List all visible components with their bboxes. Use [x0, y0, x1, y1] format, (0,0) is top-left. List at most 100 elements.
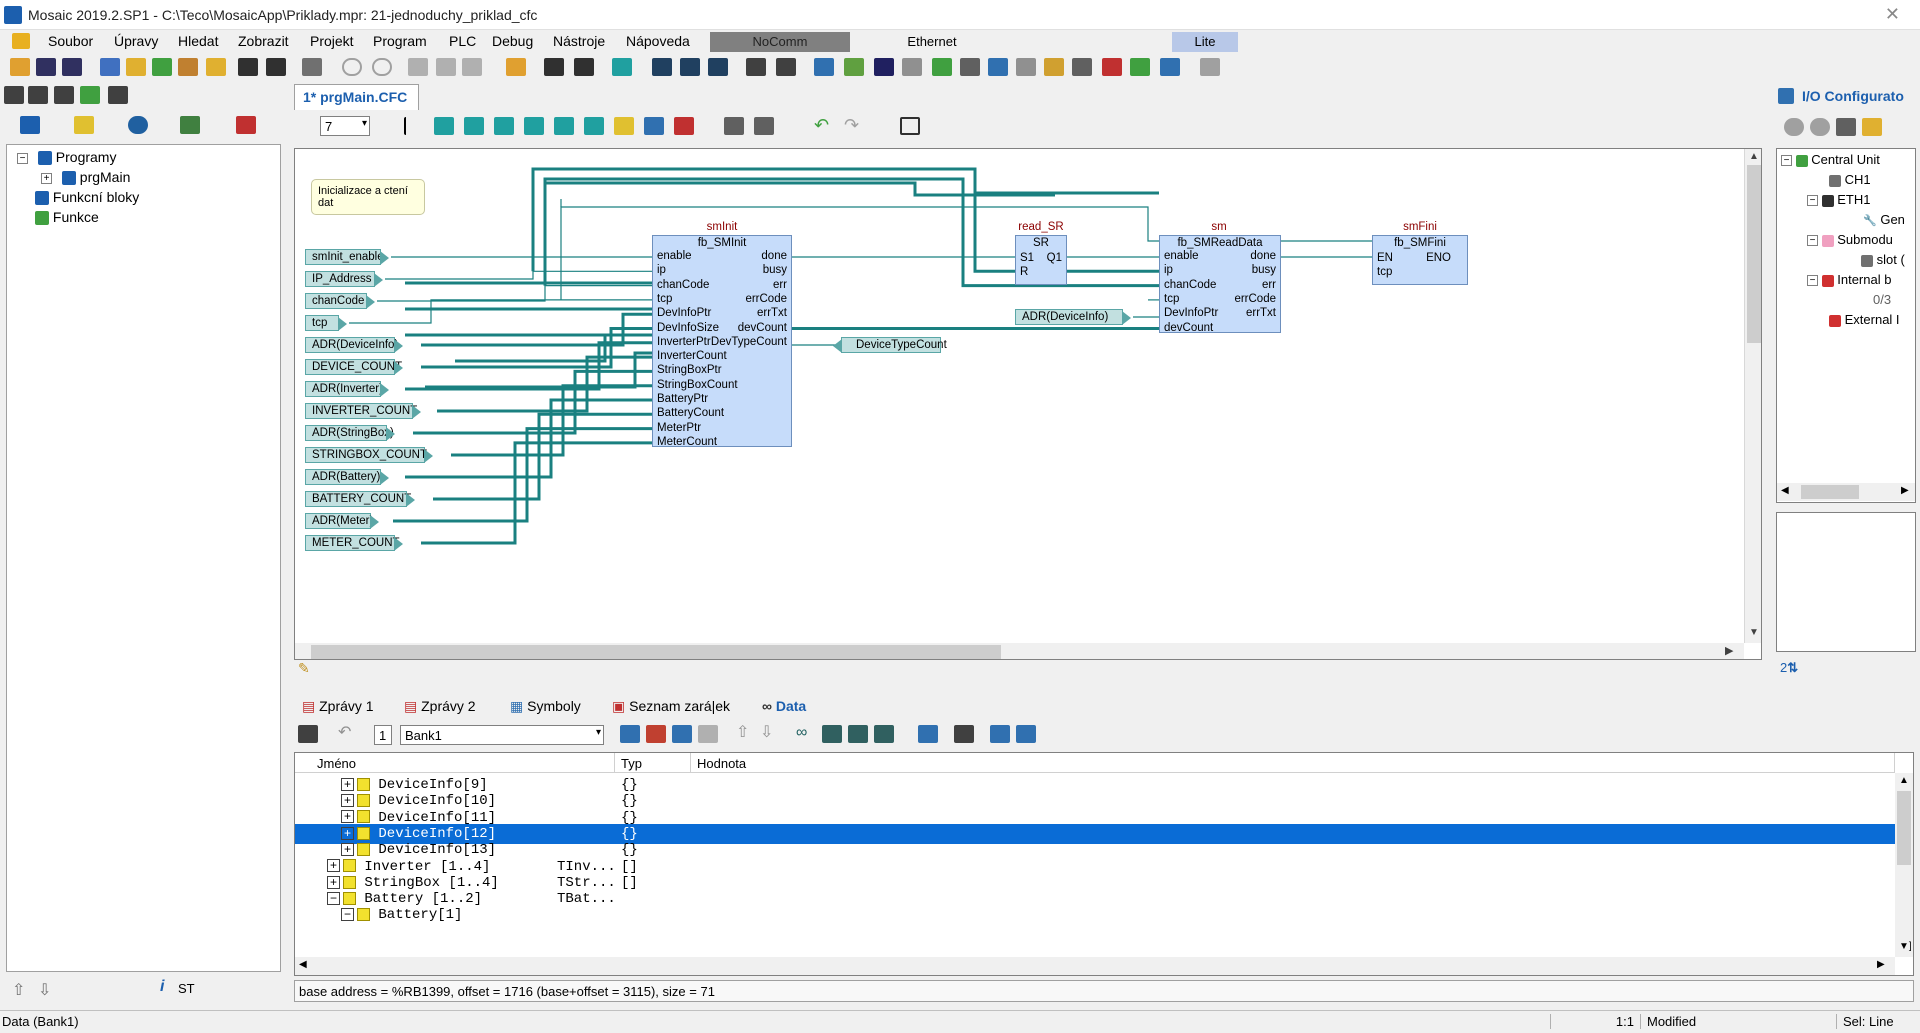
fb-pin-done[interactable]: done [1250, 250, 1276, 262]
editor-horizontal-scrollbar[interactable]: ▶ [295, 643, 1744, 659]
save-all-icon[interactable] [62, 58, 82, 76]
io-item-eth1[interactable]: − ETH1 [1807, 192, 1870, 207]
input-var-sm-devinfo[interactable]: ADR(DeviceInfo) [1015, 309, 1131, 325]
fb-pin-metercount[interactable]: MeterCount [657, 435, 718, 448]
tab-prgmain-cfc[interactable]: 1* prgMain.CFC [294, 84, 419, 110]
device-add-icon[interactable] [1836, 118, 1856, 136]
tab-zpravy-2[interactable]: ▤ Zprávy 2 [404, 698, 476, 715]
redo-icon[interactable]: ↷ [844, 115, 860, 135]
download-icon[interactable] [238, 58, 258, 76]
pou-tab-icon[interactable] [20, 116, 40, 134]
zoom-select[interactable]: 7 ▾ [320, 116, 370, 136]
menu-program[interactable]: Program [373, 33, 427, 49]
sort-icon[interactable]: ⇅ [1787, 660, 1799, 675]
arrow-down-icon[interactable]: ⇩ [760, 724, 774, 741]
io-icon[interactable] [1102, 58, 1122, 76]
globals-tab-icon[interactable] [128, 116, 148, 134]
scroll-right-icon[interactable]: ▶ [1877, 959, 1885, 970]
upload-icon[interactable] [266, 58, 286, 76]
table-icon[interactable] [960, 58, 980, 76]
input-var[interactable]: DEVICE_COUNT [305, 359, 403, 375]
scroll-thumb[interactable] [1747, 165, 1761, 343]
compile-icon[interactable] [152, 58, 172, 76]
keyboard-icon[interactable] [1044, 58, 1064, 76]
open-icon[interactable] [10, 58, 30, 76]
column-header-value[interactable]: Hodnota [691, 753, 1895, 773]
menu-debug[interactable]: Debug [492, 33, 534, 49]
column-header-name[interactable]: Jméno [295, 753, 615, 773]
table-row[interactable]: + DeviceInfo[10]{} [295, 791, 1895, 811]
input-var[interactable]: BATTERY_COUNT [305, 491, 415, 507]
plug-icon[interactable] [1130, 58, 1150, 76]
scroll-up-icon[interactable]: ▲ [1749, 151, 1759, 162]
fb-pin-chancode[interactable]: chanCode [1164, 278, 1217, 291]
scroll-thumb[interactable] [1801, 485, 1859, 499]
input-var[interactable]: INVERTER_COUNT [305, 403, 421, 419]
radix1-icon[interactable] [990, 725, 1010, 743]
undo-icon[interactable]: ↶ [814, 115, 830, 135]
format-icon[interactable] [918, 725, 938, 743]
tree-item-prgmain[interactable]: + prgMain [41, 169, 130, 186]
save-icon[interactable] [36, 58, 56, 76]
tab-zpravy-1[interactable]: ▤ Zprávy 1 [302, 698, 374, 715]
row-value[interactable]: [] [621, 858, 638, 875]
fb-pin-devinfosize[interactable]: DevInfoSize [657, 321, 720, 334]
row-value[interactable]: {} [621, 842, 638, 859]
fb-pin-r[interactable]: R [1020, 266, 1029, 278]
device-icon[interactable] [302, 58, 322, 76]
tool-icon[interactable] [206, 58, 226, 76]
insert-comment-icon[interactable] [614, 117, 634, 135]
input-var[interactable]: ADR(StringBox) [305, 425, 395, 441]
vars-tab-icon[interactable] [74, 116, 94, 134]
tab-data[interactable]: ∞ Data [762, 698, 806, 714]
scroll-thumb[interactable] [311, 645, 1001, 659]
fb-pin-err[interactable]: err [772, 278, 787, 291]
layout3-icon[interactable] [708, 58, 728, 76]
tree-item-programy[interactable]: − Programy [17, 149, 116, 166]
menu-hledat[interactable]: Hledat [178, 33, 219, 49]
menu-zobrazit[interactable]: Zobrazit [238, 33, 289, 49]
scroll-right-icon[interactable]: ▶ [1901, 485, 1909, 496]
layout1-icon[interactable] [652, 58, 672, 76]
io-item-internal[interactable]: − Internal b [1807, 272, 1891, 287]
fb-pin-ip[interactable]: ip [1164, 264, 1173, 277]
editor-vertical-scrollbar[interactable]: ▲ ▼ [1744, 149, 1761, 643]
table-row[interactable]: + StringBox [1..4]TStr...[] [295, 873, 1895, 893]
tree-item-funkcni-bloky[interactable]: Funkcní bloky [35, 189, 139, 206]
types-tab-icon[interactable] [180, 116, 200, 134]
comment-box[interactable]: Inicializace a ctení dat [311, 179, 425, 215]
fb-pin-chancode[interactable]: chanCode [657, 278, 710, 291]
scroll-down-icon[interactable]: ▼ [1749, 627, 1759, 638]
watch-remove-icon[interactable] [848, 725, 868, 743]
fb-pin-enable[interactable]: enable [1164, 250, 1199, 262]
io-item-slot[interactable]: slot ( [1861, 252, 1905, 267]
scroll-down-icon[interactable]: ▼] [1899, 941, 1912, 952]
stop-icon[interactable] [372, 58, 392, 76]
io-item-ch1[interactable]: CH1 [1829, 172, 1871, 187]
row-value[interactable]: {} [621, 809, 638, 826]
fb-read-sr[interactable]: SR S1 R Q1 [1015, 235, 1067, 285]
menu-projekt[interactable]: Projekt [310, 33, 354, 49]
bank-number[interactable]: 1 [374, 725, 392, 745]
libs-tab-icon[interactable] [236, 116, 256, 134]
table-row[interactable]: + DeviceInfo[11]{} [295, 808, 1895, 828]
fb-pin-batterycount[interactable]: BatteryCount [657, 407, 725, 420]
menu-plc[interactable]: PLC [449, 33, 477, 49]
maximize-icon[interactable] [900, 117, 920, 135]
input-var[interactable]: STRINGBOX_COUNT [305, 447, 433, 463]
export-icon[interactable] [574, 58, 594, 76]
expand-toggle[interactable]: + [341, 810, 354, 824]
io-item-gen[interactable]: 🔧 Gen [1863, 212, 1905, 227]
step-out-icon[interactable] [462, 58, 482, 76]
fb-pin-batteryptr[interactable]: BatteryPtr [657, 393, 709, 405]
window-icon[interactable] [1200, 58, 1220, 76]
expand-toggle[interactable]: + [341, 826, 354, 840]
layout2-icon[interactable] [680, 58, 700, 76]
fb-smfini[interactable]: fb_SMFini EN tcp ENO [1372, 235, 1468, 285]
layout4-icon[interactable] [746, 58, 766, 76]
insert-fb-icon[interactable] [434, 117, 454, 135]
import-icon[interactable] [544, 58, 564, 76]
data-remove-icon[interactable] [646, 725, 666, 743]
fb-pin-errcode[interactable]: errCode [745, 292, 787, 305]
